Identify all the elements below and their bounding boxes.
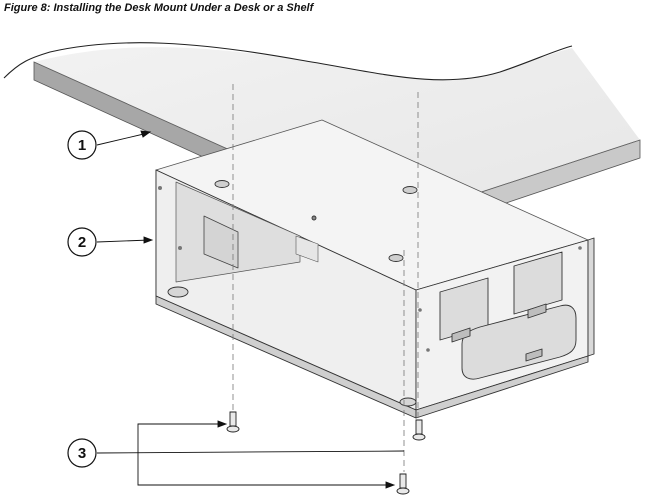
callout-leaders — [96, 130, 405, 489]
callout-2-number: 2 — [78, 234, 86, 251]
callout-3-number: 3 — [78, 445, 86, 462]
desk-mount-bracket — [155, 119, 595, 419]
screw-1 — [226, 411, 240, 433]
alignment-guides — [232, 84, 419, 472]
callout-2: 2 — [67, 227, 97, 257]
figure-caption: Figure 8: Installing the Desk Mount Unde… — [4, 2, 314, 14]
callout-1: 1 — [67, 130, 97, 160]
screw-3 — [396, 473, 410, 495]
callout-3: 3 — [67, 438, 97, 468]
screw-2 — [412, 419, 426, 441]
screws — [226, 411, 426, 495]
callout-1-number: 1 — [78, 137, 86, 154]
